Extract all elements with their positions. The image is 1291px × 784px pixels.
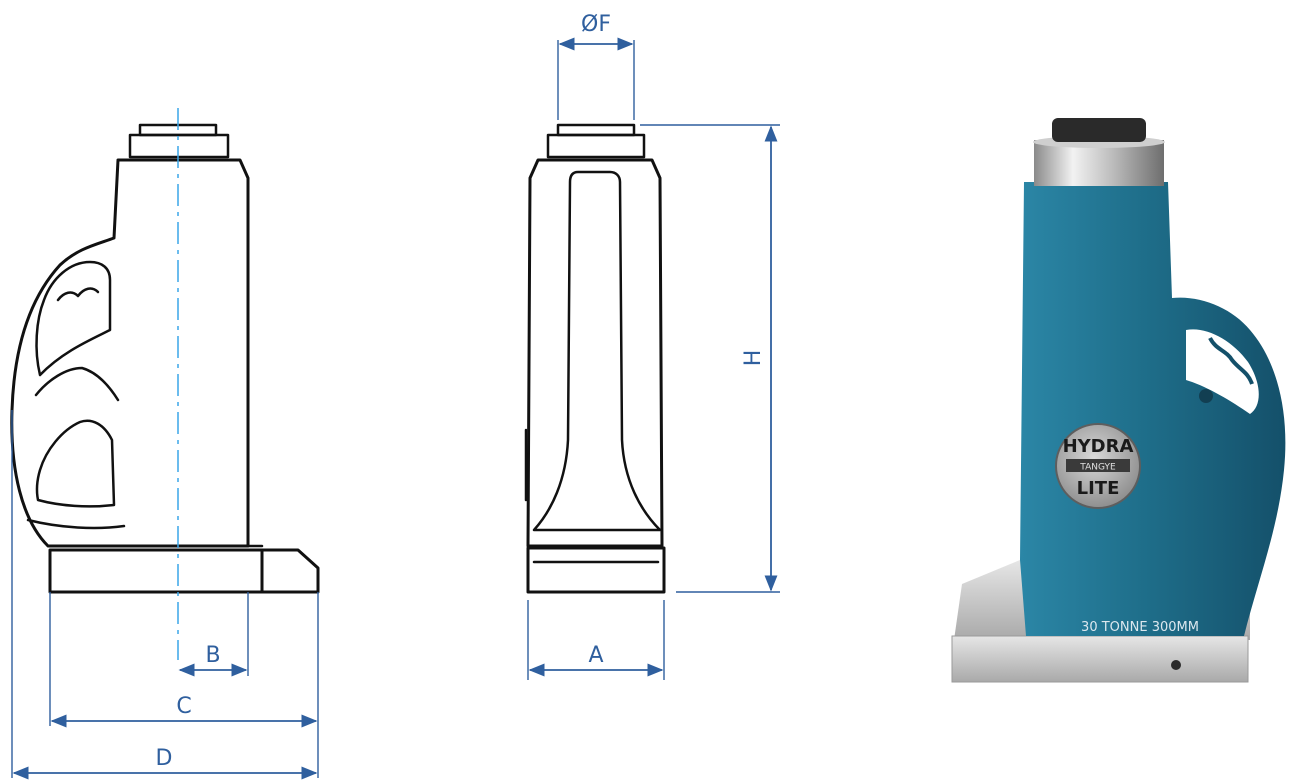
base-front	[526, 546, 666, 594]
handle-grip-ridge	[56, 287, 100, 302]
front-view-drawing: ØF H A	[524, 12, 780, 680]
photo-handle-grip	[1208, 336, 1254, 385]
product-photo: HYDRA TANGYE LITE 30 TONNE 300MM	[951, 118, 1286, 683]
dimension-f-label: ØF	[581, 12, 611, 37]
dimension-b-label: B	[205, 643, 220, 668]
lower-cutout	[35, 419, 116, 508]
photo-handle-cutout	[1186, 329, 1259, 414]
ram-front	[546, 133, 646, 159]
body-contour	[34, 366, 120, 402]
jack-body-side	[10, 158, 250, 548]
photo-base-bolt	[1171, 660, 1181, 670]
badge-top-text: HYDRA	[1063, 436, 1134, 457]
dimension-c-label: C	[176, 694, 191, 719]
base-side	[48, 548, 264, 594]
badge-bottom-text: LITE	[1077, 478, 1120, 499]
badge-band	[1066, 459, 1130, 472]
photo-pump-screw	[1199, 389, 1213, 403]
dimension-a-label: A	[588, 643, 603, 668]
ram	[128, 133, 230, 159]
photo-jack-body	[1020, 182, 1286, 636]
badge-middle-text: TANGYE	[1079, 463, 1116, 473]
side-view-drawing: B C D	[10, 108, 320, 780]
jack-body-front	[526, 158, 664, 548]
dimension-h-label: H	[741, 350, 766, 367]
dimension-d-label: D	[156, 746, 173, 771]
capacity-label: 30 TONNE 300MM	[1081, 620, 1199, 635]
ram-cap-front	[556, 123, 636, 137]
handle-grip	[35, 260, 112, 377]
photo-base	[951, 635, 1249, 683]
toe-side	[260, 548, 320, 594]
front-recess	[532, 170, 662, 532]
body-contour-lower	[26, 518, 126, 530]
photo-ram-cap	[1052, 118, 1146, 142]
